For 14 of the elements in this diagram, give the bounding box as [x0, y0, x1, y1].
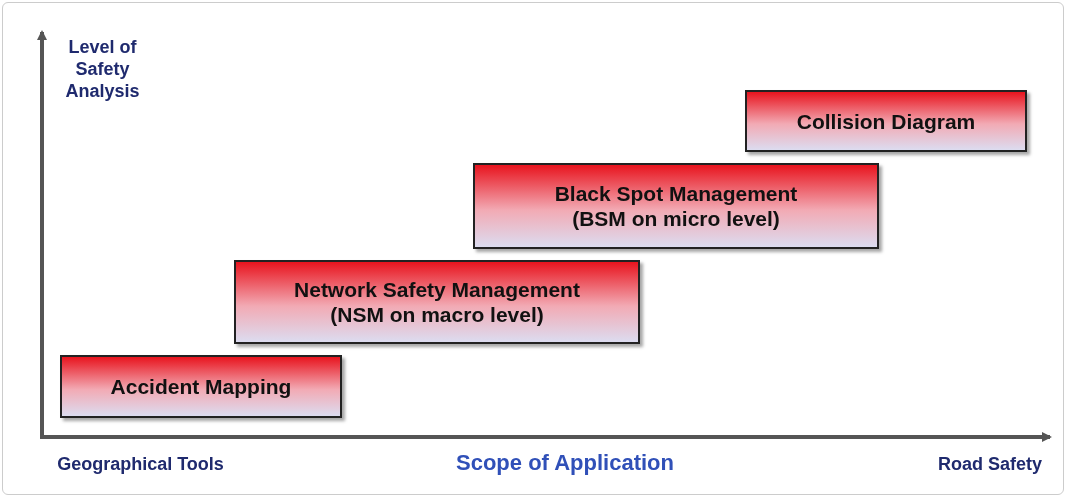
- process-box: [473, 163, 879, 249]
- y-axis-title: Level of Safety Analysis: [64, 36, 141, 102]
- box-text: Black Spot Management: [554, 181, 798, 206]
- process-box: [60, 355, 342, 418]
- x-axis-title: Scope of Application: [455, 452, 675, 474]
- axis-end-label: Geographical Tools: [56, 453, 225, 475]
- box-text: Network Safety Management: [294, 277, 580, 302]
- box-text: Collision Diagram: [796, 108, 976, 134]
- process-box: [745, 90, 1027, 152]
- axis-end-label: Road Safety: [937, 453, 1043, 475]
- box-text: (NSM on macro level): [330, 302, 544, 327]
- box-text: (BSM on micro level): [572, 206, 780, 231]
- process-box: [234, 260, 640, 344]
- box-text: Accident Mapping: [110, 374, 292, 399]
